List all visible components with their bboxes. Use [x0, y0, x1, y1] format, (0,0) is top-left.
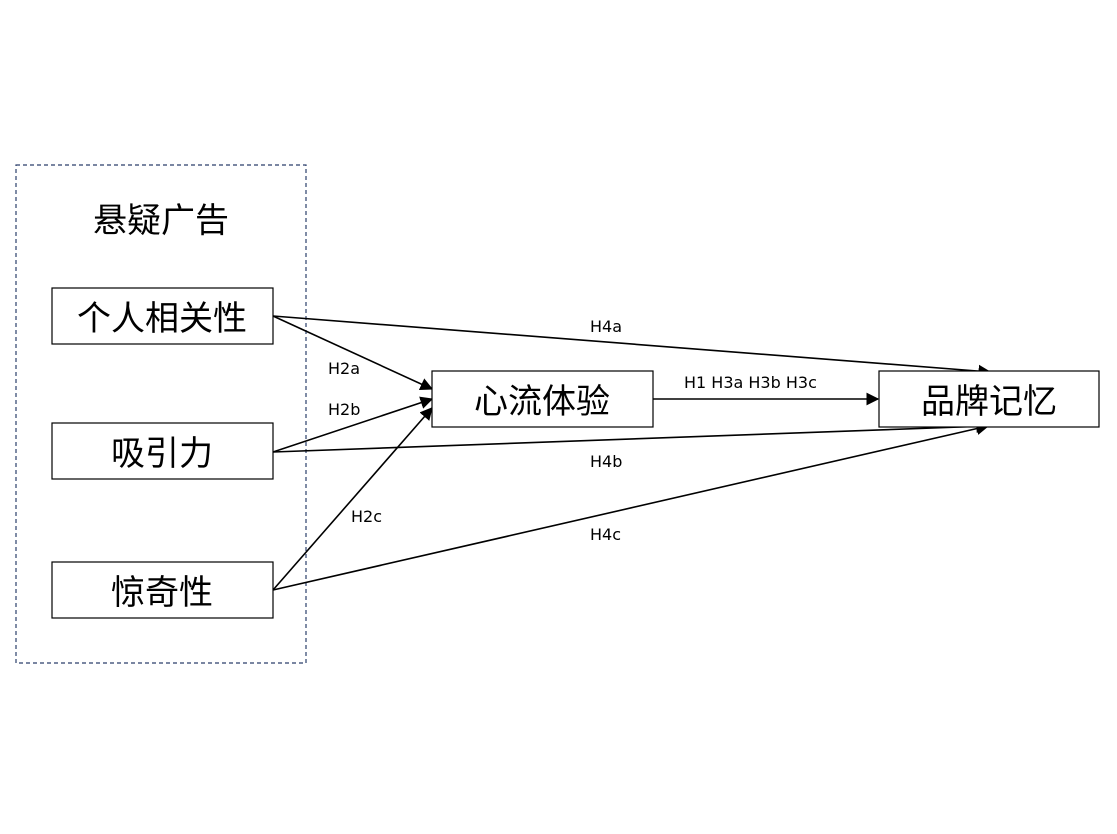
node-brand-memory	[878, 370, 1100, 428]
edge-label-main: H1 H3a H3b H3c	[684, 373, 817, 392]
node-personal-relevance	[51, 287, 274, 345]
edge-h4c	[272, 422, 990, 591]
node-attraction-label: 吸引力	[111, 434, 213, 474]
suspense-ad-group	[15, 164, 307, 664]
edge-h4b	[272, 420, 990, 453]
node-flow	[431, 370, 654, 428]
node-attraction	[51, 422, 274, 480]
edge-label-h2a: H2a	[328, 359, 360, 378]
edge-h2b	[272, 396, 434, 453]
edge-label-h2c: H2c	[351, 507, 382, 526]
edge-label-h4b: H4b	[590, 452, 622, 471]
node-surprise	[51, 561, 274, 619]
node-surprise-label: 惊奇性	[111, 573, 213, 613]
node-personal-relevance-label: 个人相关性	[77, 299, 247, 339]
edge-label-h4a: H4a	[590, 317, 622, 336]
edge-label-h2b: H2b	[328, 400, 360, 419]
group-title: 悬疑广告	[93, 201, 229, 241]
edge-h2c	[272, 407, 433, 591]
edge-h2a	[272, 315, 434, 391]
node-flow-label: 心流体验	[474, 382, 610, 422]
node-brand-memory-label: 品牌记忆	[921, 382, 1057, 422]
edge-label-h4c: H4c	[590, 525, 621, 544]
edge-h4a	[272, 315, 992, 378]
